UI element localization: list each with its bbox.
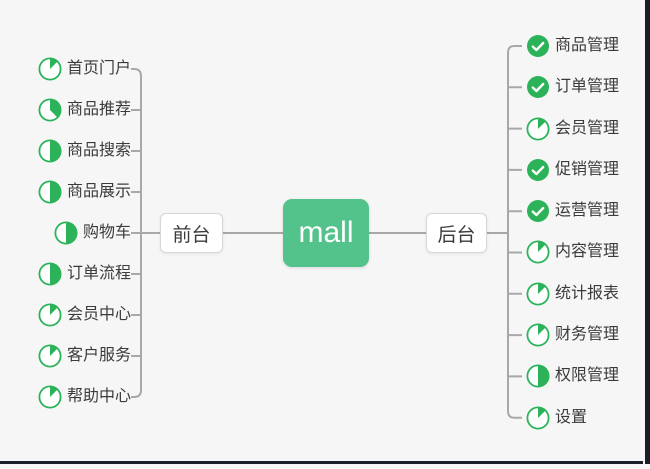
pie-progress-icon xyxy=(38,180,62,204)
topic-label: 帮助中心 xyxy=(66,388,131,405)
front-topic[interactable]: 商品展示 xyxy=(38,179,131,205)
topic-label: 内容管理 xyxy=(555,243,620,261)
pie-progress-icon xyxy=(38,98,62,122)
check-circle-icon xyxy=(527,200,549,223)
pie-progress-icon xyxy=(526,282,550,306)
topic-label: 订单管理 xyxy=(555,78,620,96)
front-topic[interactable]: 商品推荐 xyxy=(38,97,131,123)
topic-label: 商品搜索 xyxy=(66,142,131,159)
topic-label: 首页门户 xyxy=(66,60,131,77)
check-circle-icon xyxy=(527,76,549,99)
back-topic[interactable]: 商品管理 xyxy=(526,33,619,59)
topic-label: 商品展示 xyxy=(66,183,131,200)
front-topic[interactable]: 订单流程 xyxy=(38,261,131,287)
back-topic[interactable]: 运营管理 xyxy=(526,198,619,224)
topic-label: 商品推荐 xyxy=(66,101,131,118)
front-branch-items: 首页门户商品推荐商品搜索商品展示购物车订单流程会员中心客户服务帮助中心 xyxy=(38,56,131,410)
back-topic[interactable]: 财务管理 xyxy=(526,322,619,348)
front-topic[interactable]: 客户服务 xyxy=(38,343,131,369)
pie-progress-icon xyxy=(38,139,62,163)
topic-label: 权限管理 xyxy=(555,367,620,385)
topic-label: 促销管理 xyxy=(555,160,620,178)
topic-label: 购物车 xyxy=(82,224,131,241)
mall-node-label: mall xyxy=(298,216,354,249)
mall-root-node[interactable]: mall xyxy=(283,199,369,267)
topic-label: 会员中心 xyxy=(66,306,131,323)
back-topic[interactable]: 促销管理 xyxy=(526,157,619,183)
topic-label: 财务管理 xyxy=(555,326,620,344)
window-edge-right xyxy=(645,0,650,464)
front-topic[interactable]: 帮助中心 xyxy=(38,384,131,410)
topic-label: 统计报表 xyxy=(555,284,620,302)
back-topic[interactable]: 会员管理 xyxy=(526,116,619,142)
topic-label: 订单流程 xyxy=(66,265,131,282)
front-node-label: 前台 xyxy=(172,224,211,246)
back-topic[interactable]: 统计报表 xyxy=(526,281,619,307)
check-circle-icon xyxy=(527,158,549,181)
topic-label: 会员管理 xyxy=(555,119,620,137)
pie-progress-icon xyxy=(38,385,62,409)
topic-label: 客户服务 xyxy=(66,347,131,364)
back-topic[interactable]: 权限管理 xyxy=(526,363,619,389)
front-topic[interactable]: 首页门户 xyxy=(38,56,131,82)
pie-progress-icon xyxy=(526,117,550,141)
back-node-label: 后台 xyxy=(437,224,476,246)
pie-progress-icon xyxy=(38,303,62,327)
pie-progress-icon xyxy=(38,344,62,368)
back-branch-items: 商品管理订单管理会员管理促销管理运营管理内容管理统计报表财务管理权限管理设置 xyxy=(526,33,619,431)
front-topic[interactable]: 会员中心 xyxy=(38,302,131,328)
back-node[interactable]: 后台 xyxy=(426,213,487,253)
pie-progress-icon xyxy=(38,262,62,286)
pie-progress-icon xyxy=(526,406,550,430)
window-edge-bottom xyxy=(0,461,643,464)
pie-progress-icon xyxy=(526,240,550,264)
pie-progress-icon xyxy=(38,57,62,81)
pie-progress-icon xyxy=(526,323,550,347)
topic-label: 设置 xyxy=(555,408,588,426)
back-topic[interactable]: 内容管理 xyxy=(526,239,619,265)
back-topic[interactable]: 设置 xyxy=(526,405,587,431)
topic-label: 商品管理 xyxy=(555,37,620,54)
back-topic[interactable]: 订单管理 xyxy=(526,74,619,100)
front-node[interactable]: 前台 xyxy=(160,213,223,253)
topic-label: 运营管理 xyxy=(555,202,620,220)
check-circle-icon xyxy=(527,35,549,57)
front-topic[interactable]: 购物车 xyxy=(54,220,131,246)
pie-progress-icon xyxy=(526,364,550,388)
pie-progress-icon xyxy=(54,221,78,245)
front-topic[interactable]: 商品搜索 xyxy=(38,138,131,164)
